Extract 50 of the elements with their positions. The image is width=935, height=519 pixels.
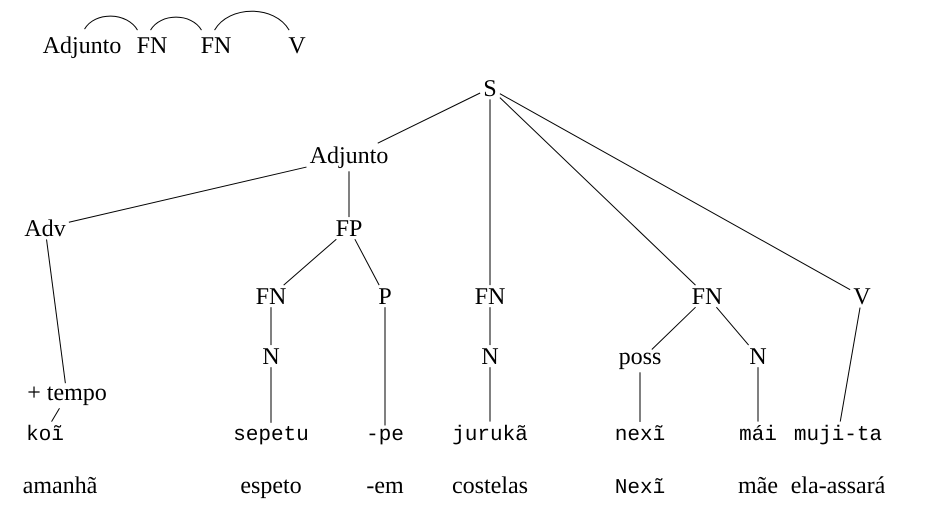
gloss: espeto [241,480,301,498]
tree-branch [499,97,696,286]
tree-branch [283,238,337,286]
tree-branch [651,306,696,350]
category-label: N [750,348,766,364]
tree-branch [384,306,386,426]
tree-branch [354,238,380,286]
category-label: N [482,348,498,364]
gloss: -em [367,482,404,494]
word: sepetu [234,426,308,444]
gloss: amanhã [24,476,97,494]
word: mái [740,424,776,440]
sequence-label: V [288,37,306,54]
sequence-label: Adjunto [42,36,120,58]
tree-branch [499,93,851,290]
tree-branch [840,307,861,422]
word: jurukã [453,424,528,444]
category-label: N [263,348,280,364]
arc [84,16,138,31]
gloss: ela-assará [792,476,885,494]
category-label: FP [336,220,362,236]
word: nexĩ [616,425,664,440]
sequence-label: FN [201,37,231,53]
arc [150,16,202,31]
category-label: poss [619,352,660,370]
gloss: mãe [738,476,778,494]
word: koĩ [28,424,63,440]
tree-branch [716,306,750,346]
gloss: Nexĩ [616,478,664,494]
tree-branch [348,170,350,218]
word: -pe [370,428,403,444]
arc [214,10,290,31]
tree-branch [46,238,66,384]
category-label: P [379,288,391,304]
category-label: V [854,288,870,304]
category-label: Adjunto [310,146,388,168]
category-label: FN [475,288,505,304]
tree-branch [51,408,60,422]
category-label: + tempo [28,386,106,406]
tree-branch [68,166,307,223]
category-label: S [484,80,496,96]
gloss: costelas [452,476,528,494]
category-label: Adv [24,219,66,236]
category-label: FN [256,288,286,304]
tree-branch [270,306,272,346]
tree-branch [377,92,481,144]
category-label: FN [692,288,722,304]
sequence-label: FN [137,37,167,53]
word: muji-ta [794,424,882,444]
tree-branch [270,366,272,424]
